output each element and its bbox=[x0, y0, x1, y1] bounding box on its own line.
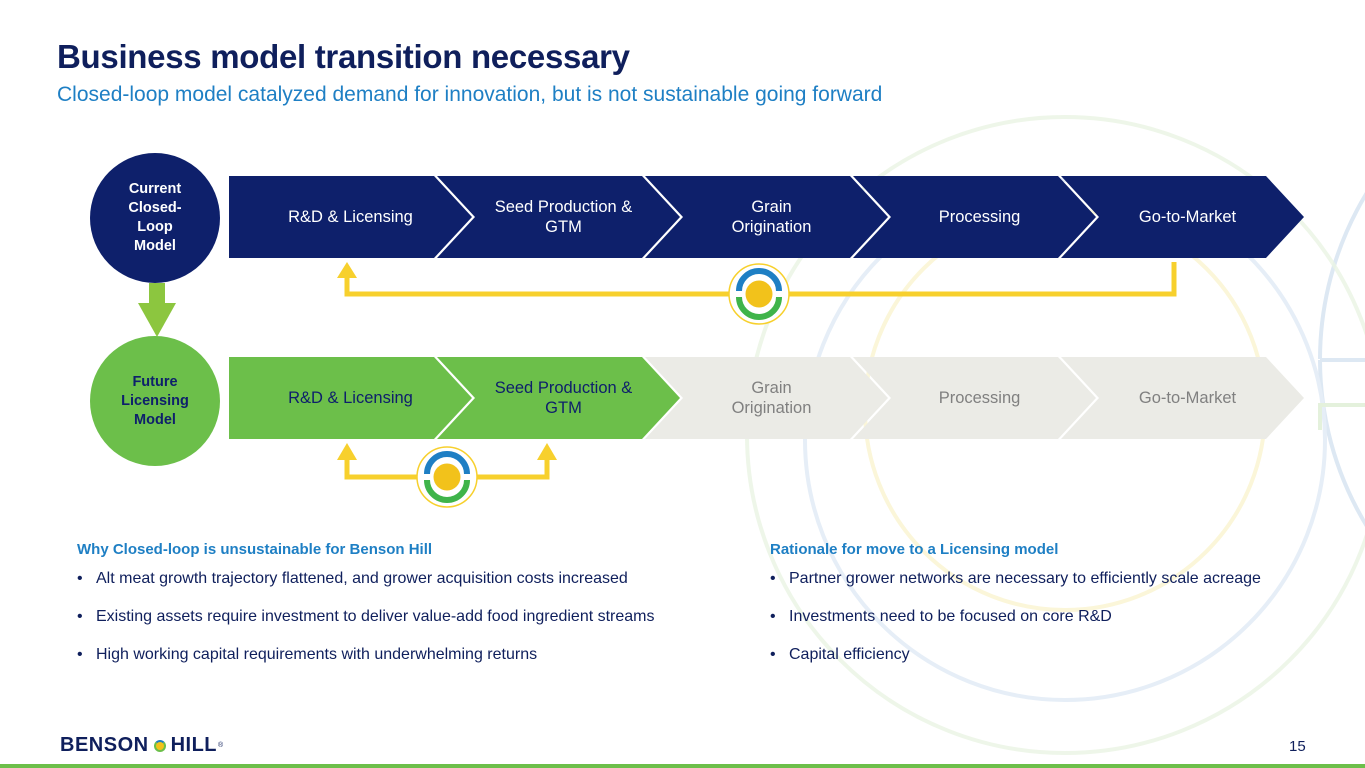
list-item: •Alt meat growth trajectory flattened, a… bbox=[77, 570, 628, 587]
current-model-value-chain: R&D & Licensing Seed Production & GTM Gr… bbox=[229, 176, 1304, 258]
future-stage-rd-licensing: R&D & Licensing bbox=[229, 357, 472, 439]
list-item: •Investments need to be focused on core … bbox=[770, 608, 1112, 625]
footer-divider bbox=[0, 764, 1365, 768]
list-item: •High working capital requirements with … bbox=[77, 646, 538, 663]
list-item: •Existing assets require investment to d… bbox=[77, 608, 655, 625]
slide-subtitle: Closed-loop model catalyzed demand for i… bbox=[57, 83, 883, 106]
section-heading: Rationale for move to a Licensing model bbox=[770, 541, 1059, 558]
current-stage-seed-production: Seed Production & GTM bbox=[437, 176, 680, 258]
slide-title: Business model transition necessary bbox=[57, 38, 630, 75]
future-stage-go-to-market: Go-to-Market bbox=[1061, 357, 1304, 439]
current-stage-processing: Processing bbox=[853, 176, 1096, 258]
future-stage-processing: Processing bbox=[853, 357, 1096, 439]
current-stage-rd-licensing: R&D & Licensing bbox=[229, 176, 472, 258]
future-model-label: Future Licensing Model bbox=[121, 373, 189, 428]
list-item: •Capital efficiency bbox=[770, 646, 910, 663]
section-heading: Why Closed-loop is unsustainable for Ben… bbox=[77, 541, 433, 558]
future-stage-grain-origination: Grain Origination bbox=[645, 357, 888, 439]
current-stage-grain-origination: Grain Origination bbox=[645, 176, 888, 258]
page-number: 15 bbox=[1289, 738, 1306, 755]
unsustainable-reasons-section: Why Closed-loop is unsustainable for Ben… bbox=[77, 541, 655, 684]
logo-sun-icon bbox=[153, 739, 166, 752]
benson-hill-logo: BENSON HILL ® bbox=[60, 734, 224, 756]
future-model-value-chain: R&D & Licensing Seed Production & GTM Gr… bbox=[229, 357, 1304, 439]
future-model-badge: Future Licensing Model bbox=[90, 336, 220, 466]
current-stage-go-to-market: Go-to-Market bbox=[1061, 176, 1304, 258]
list-item: •Partner grower networks are necessary t… bbox=[770, 570, 1261, 587]
current-model-label: Current Closed-Loop Model bbox=[128, 181, 182, 254]
down-arrow-icon bbox=[138, 283, 176, 337]
future-stage-seed-production: Seed Production & GTM bbox=[437, 357, 680, 439]
licensing-rationale-section: Rationale for move to a Licensing model … bbox=[770, 541, 1261, 684]
current-model-badge: Current Closed-Loop Model bbox=[90, 153, 220, 283]
